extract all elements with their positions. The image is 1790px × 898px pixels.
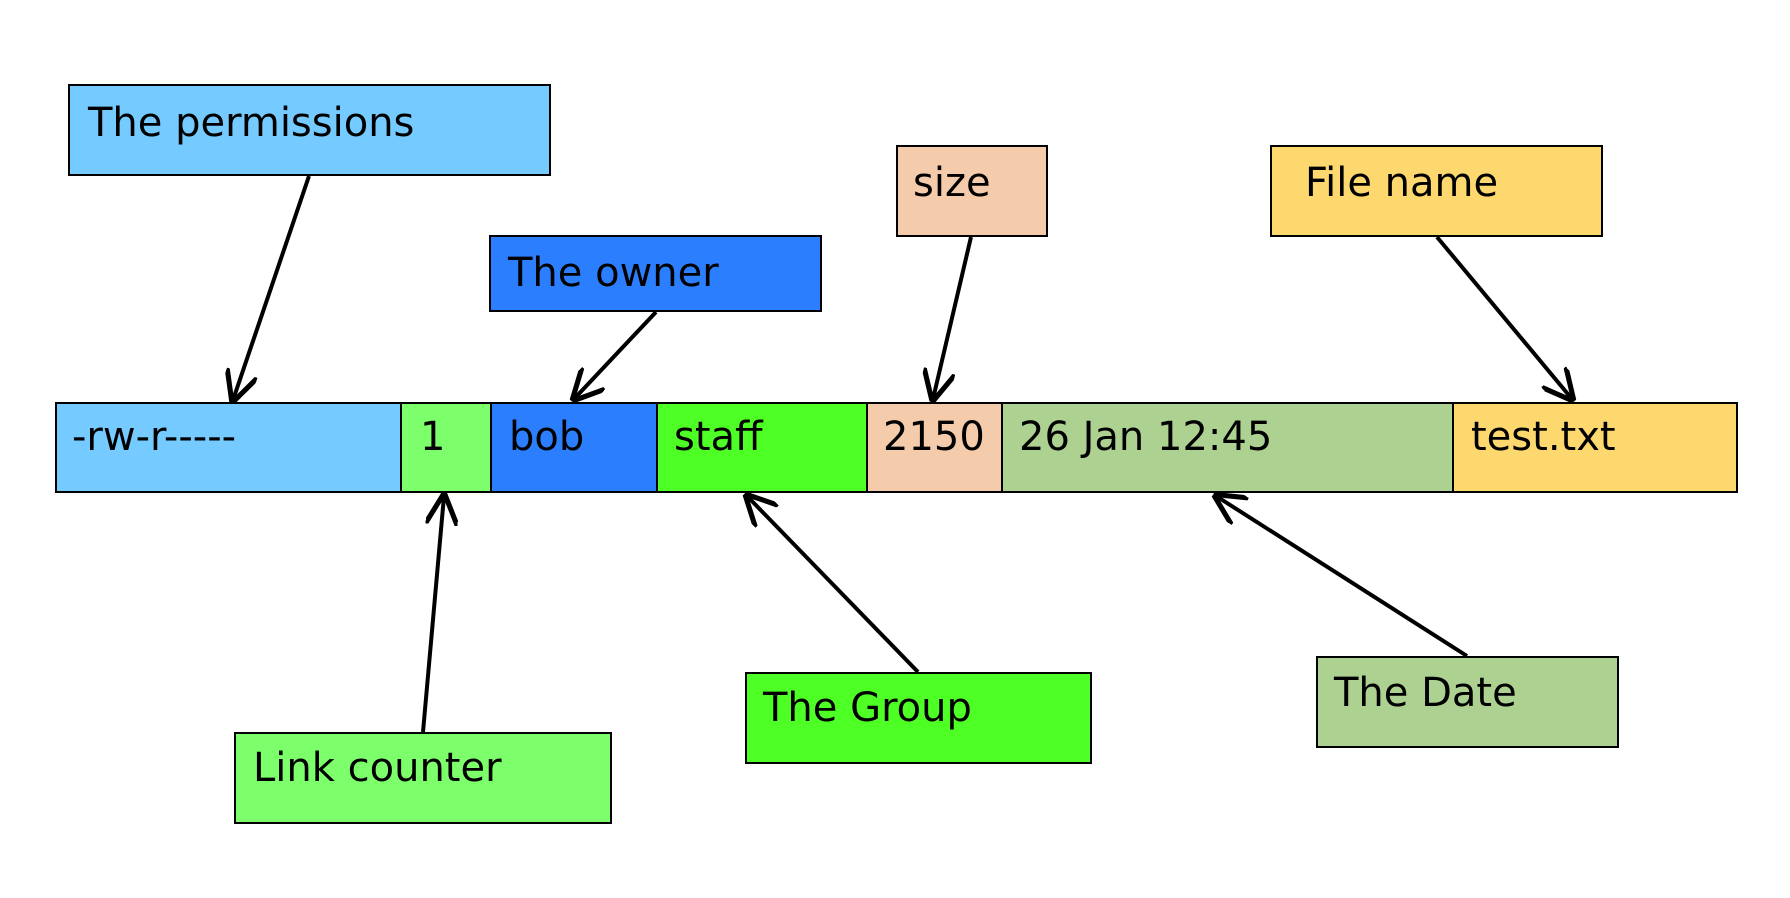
label-permissions: The permissions (88, 100, 415, 146)
segment-links-text: 1 (420, 414, 446, 460)
arrow-links (421, 496, 444, 733)
arrow-permissions (233, 175, 311, 400)
label-group: The Group (763, 685, 972, 731)
segment-group (656, 402, 868, 493)
label-box-group (745, 672, 1092, 764)
label-owner: The owner (508, 250, 719, 296)
label-box-permissions (68, 84, 551, 176)
segment-size (866, 402, 1003, 493)
label-box-date (1316, 656, 1619, 748)
label-box-size (896, 145, 1048, 237)
label-box-links (234, 732, 612, 824)
segment-size-text: 2150 (883, 414, 985, 460)
segment-owner-text: bob (509, 414, 585, 460)
segment-permissions-text: -rw-r----- (72, 414, 237, 460)
segment-filename-text: test.txt (1471, 414, 1616, 460)
arrow-owner (574, 310, 658, 399)
segment-group-text: staff (674, 414, 763, 460)
segment-filename (1452, 402, 1738, 493)
arrow-filename (1435, 235, 1572, 399)
arrow-group (747, 496, 920, 674)
label-size: size (913, 160, 991, 206)
arrow-date (1216, 496, 1469, 658)
segment-date-text: 26 Jan 12:45 (1019, 414, 1273, 460)
label-filename: File name (1305, 160, 1499, 206)
segment-date (1001, 402, 1454, 493)
arrow-size (933, 236, 973, 399)
label-date: The Date (1334, 670, 1517, 716)
label-links: Link counter (253, 745, 502, 791)
segment-links (400, 402, 492, 493)
